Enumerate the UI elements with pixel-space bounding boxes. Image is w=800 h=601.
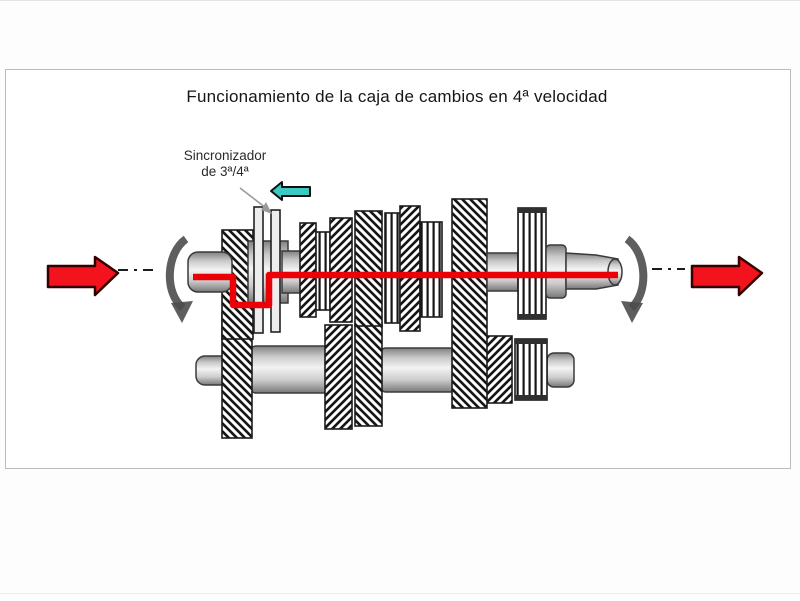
gear [299,222,317,318]
output-shaft [565,252,619,290]
gear [484,335,513,404]
synchronizer-sleeve-plate [253,206,264,334]
slide-title: Funcionamiento de la caja de cambios en … [186,87,608,106]
rotation-arrow-left-icon [165,235,193,323]
synchronizer-label-line2: de 3ª/4ª [201,164,249,180]
synchronizer-label: Sincronizador de 3ª/4ª [163,148,287,180]
main-shaft-assembly [187,198,623,409]
gear [329,217,353,323]
gear-cap [515,395,547,400]
gear-toothed [517,207,547,320]
countershaft-cylinder [379,347,463,393]
synchronizer-label-line1: Sincronizador [183,148,267,163]
synchronizer-pointer-icon [270,181,311,201]
synchronizer-sleeve-plate [270,209,281,333]
input-arrow-icon [46,255,120,297]
gear [324,324,353,430]
gear [399,205,421,332]
gear-toothed [514,338,548,401]
gear-toothed [315,231,331,311]
countershaft-cylinder [249,345,331,394]
gear [354,322,383,427]
gear-large [451,198,488,409]
gear-toothed [384,212,401,324]
gear [354,210,383,327]
gear-toothed [419,221,443,318]
output-collar [545,244,567,299]
power-flow-line [193,271,618,309]
page-bottom-divider [0,593,800,594]
rotation-arrow-right-icon [621,235,648,323]
input-shaft [187,251,233,293]
countershaft-end-cap [546,352,575,388]
leader-line [239,187,272,214]
gear-cap [518,208,546,213]
gear-cap [518,314,546,319]
gear-cap [515,339,547,344]
output-arrow-icon [690,255,764,297]
